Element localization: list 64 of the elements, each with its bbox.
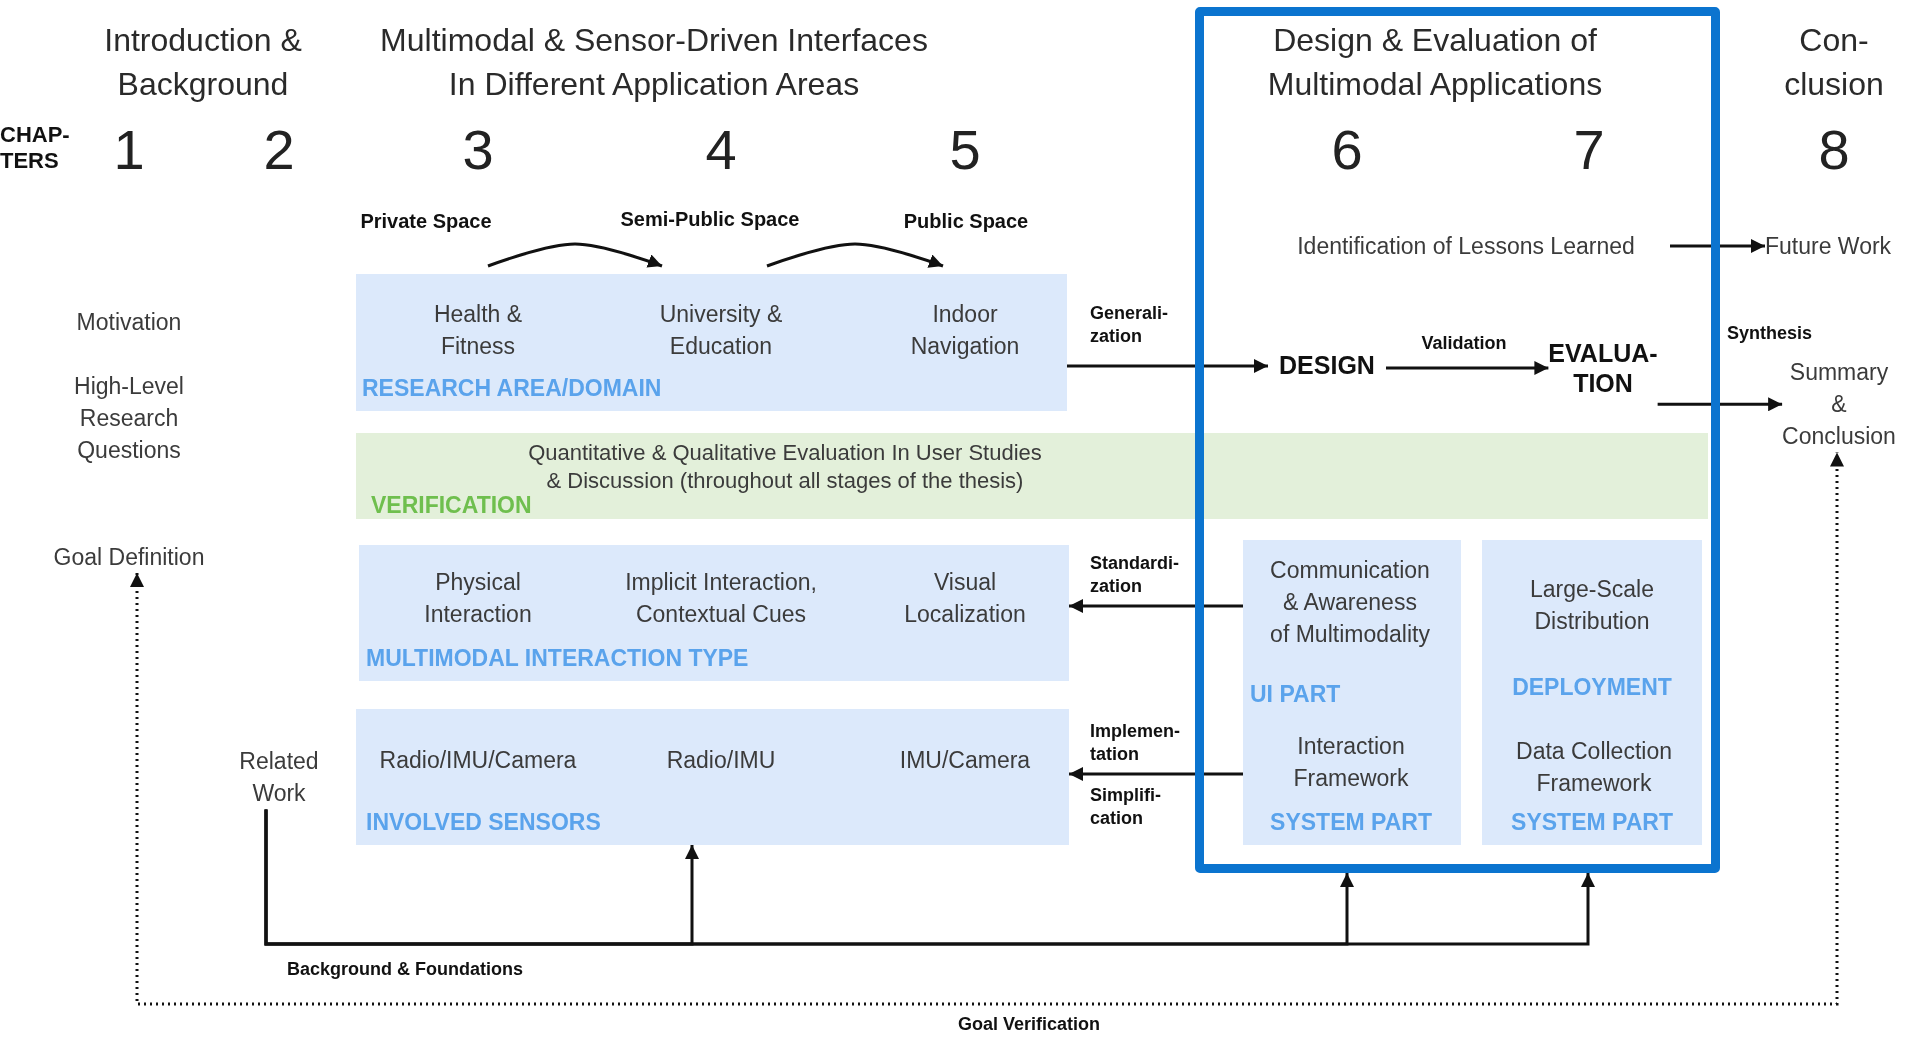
chapter-number: 2 [263,122,295,178]
item-text: Communication & Awareness of Multimodality [1269,555,1431,650]
sensor-panel [356,709,1069,845]
chapter-number: 4 [705,122,737,178]
domain-panel [356,274,1067,411]
item-text: Health & Fitness [432,299,524,361]
item-text: Visual Localization [903,567,1027,629]
interaction-panel [359,545,1069,681]
stage-text: High-Level Research Questions [73,371,185,466]
space-label: Semi-Public Space [606,207,814,266]
item-text: Indoor Navigation [909,299,1021,361]
section-heading: Con- clusion [1784,20,1884,104]
ui-panel [1243,540,1461,845]
item-text: Physical Interaction [423,567,533,629]
item-text: Large-Scale Distribution [1529,574,1655,636]
arrow [1670,239,1765,253]
item-text: Implicit Interaction, Contextual Cues [624,567,818,629]
item-text: Radio/IMU/Camera [378,745,578,775]
chapter-number: 7 [1573,122,1605,178]
arrow [1657,397,1783,412]
phase-label: DESIGN [1268,350,1386,382]
arrow [264,809,1595,946]
deployment-panel [1482,540,1702,845]
phase-label: EVALUA- TION [1548,338,1658,398]
item-text: University & Education [658,299,784,361]
outcome-text: Summary & Conclusion [1782,356,1896,453]
item-text: Radio/IMU [665,745,777,775]
category-heading: SYSTEM PART [1511,808,1673,836]
verification-band [356,433,1708,519]
section-heading: Introduction & Background [103,20,303,104]
chapter-number: 8 [1818,122,1850,178]
chapter-number: 5 [949,122,981,178]
category-heading: UI PART [1250,680,1341,708]
chapter-number: 1 [113,122,145,178]
arrow [766,242,944,268]
chapter-number: 6 [1331,122,1363,178]
dotted-arrow [130,452,1844,1006]
category-heading: INVOLVED SENSORS [366,808,601,836]
category-heading: RESEARCH AREA/DOMAIN [362,374,662,402]
stage-text: Motivation [76,307,182,337]
item-text: Data Collection Framework [1515,736,1673,798]
frame-heading: Design & Evaluation of Multimodal Applications [1266,20,1604,104]
category-heading: MULTIMODAL INTERACTION TYPE [366,644,749,672]
arrow [1067,359,1268,373]
item-text: Quantitative & Qualitative Evaluation In User Studies & Discussion (throughout all stages of the thesis) [527,438,1043,494]
item-text: IMU/Camera [898,745,1032,775]
arrow [1069,767,1243,781]
item-text: Interaction Framework [1292,731,1410,793]
outcome-text: Identification of Lessons Learned [1262,230,1670,262]
space-label: Private Space [350,209,502,266]
section-heading: Multimodal & Sensor-Driven Interfaces In Different Application Areas [379,20,929,104]
category-heading: SYSTEM PART [1270,808,1432,836]
category-heading: VERIFICATION [371,491,532,519]
goal-text: Goal Definition [34,541,224,573]
arrow [1386,361,1549,375]
arrow [1069,599,1243,613]
chapter-frame [1195,7,1720,873]
category-heading: DEPLOYMENT [1512,673,1672,701]
space-label: Public Space [893,209,1039,266]
related-work-text: Related Work [239,745,319,810]
row-heading: CHAP- TERS [0,121,70,175]
arrow [487,242,663,268]
outcome-text: Future Work [1765,230,1913,262]
chapter-number: 3 [462,122,494,178]
